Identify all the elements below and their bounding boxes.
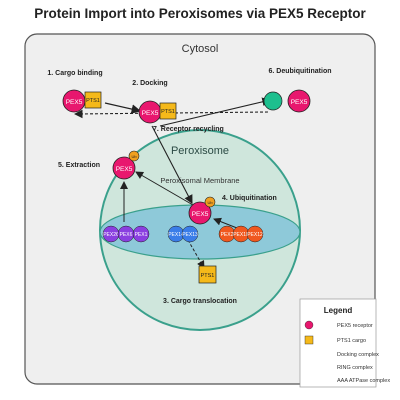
legend: Legend PEX5 receptor PTS1 cargo Docking … (299, 298, 390, 388)
pex5-label: PEX5 (116, 166, 133, 173)
pex14-label: PEX14 (168, 232, 184, 238)
pts1-label: PTS1 (161, 109, 175, 115)
legend-swatch-pts1 (304, 335, 314, 345)
docking-arrow (104, 102, 142, 114)
pex12 (246, 225, 264, 243)
pts1-cargo-binding (84, 91, 102, 109)
peroxisome-label: Peroxisome (171, 145, 229, 157)
deubiquitinase (263, 91, 283, 111)
pex12-label: PEX12 (247, 232, 263, 238)
pts1-label: PTS1 (86, 98, 100, 104)
pex5-label: PEX5 (291, 99, 308, 106)
pex10-label: PEX10 (233, 232, 249, 238)
step-extraction: 5. Extraction (58, 162, 100, 169)
legend-title: Legend (324, 306, 353, 315)
pex13-label: PEX13 (182, 232, 198, 238)
extraction-link-arrow (135, 171, 194, 206)
cargo-release-arrow (187, 239, 205, 269)
receptor-recycling-arrow (159, 97, 272, 127)
pex13 (181, 225, 199, 243)
ubiquitin-extracted (128, 150, 140, 162)
step-ubiquitination: 4. Ubiquitination (222, 195, 277, 202)
pex2-label: PEX2 (221, 232, 234, 238)
step-cargo-translocation: 3. Cargo translocation (163, 298, 237, 305)
step-receptor-recycling: 7. Receptor recycling (153, 126, 224, 133)
pex6-label: PEX6 (120, 232, 133, 238)
pex5-label: PEX5 (66, 99, 83, 106)
pex5-label: PEX5 (142, 110, 159, 117)
pts1-label: PTS1 (201, 273, 215, 279)
cytosol-label: Cytosol (182, 43, 219, 55)
ub-label: Ub (207, 200, 213, 205)
legend-item-aaa: AAA ATPase complex (337, 378, 390, 384)
ubiquitin-attached (204, 196, 216, 208)
step-cargo-binding: 1. Cargo binding (47, 70, 102, 77)
legend-item-docking: Docking complex (337, 352, 379, 358)
pex26-label: PEX26 (103, 232, 119, 238)
pex5-deubiquitinated (287, 89, 311, 113)
pex1 (132, 225, 150, 243)
step-docking: 2. Docking (132, 80, 167, 87)
pex5-ubiquitinated (188, 201, 212, 225)
pts1-docking (159, 102, 177, 120)
aaa-atpase-complex: PEX26 PEX6 PEX1 (102, 225, 150, 243)
translocation-arrow (151, 125, 193, 204)
legend-item-pex5: PEX5 receptor (337, 323, 373, 329)
legend-swatch-pex5 (304, 320, 314, 330)
step-deubiquitination: 6. Deubiquitination (269, 68, 332, 75)
docking-complex: PEX14 PEX13 (167, 225, 199, 243)
pex5-extracted (112, 156, 136, 180)
legend-item-ring: RING complex (337, 365, 373, 371)
ring-complex: PEX2 PEX10 PEX12 (218, 225, 264, 243)
pex5-label: PEX5 (192, 211, 209, 218)
membrane-label: Peroxisomal Membrane (160, 176, 239, 185)
pex1-label: PEX1 (135, 232, 148, 238)
ub-label: Ub (131, 154, 137, 159)
legend-item-pts1: PTS1 cargo (337, 338, 366, 344)
ubiquitination-arrow (213, 217, 238, 229)
pts1-translocated (198, 265, 217, 284)
diagram-title: Protein Import into Peroxisomes via PEX5… (34, 6, 366, 21)
